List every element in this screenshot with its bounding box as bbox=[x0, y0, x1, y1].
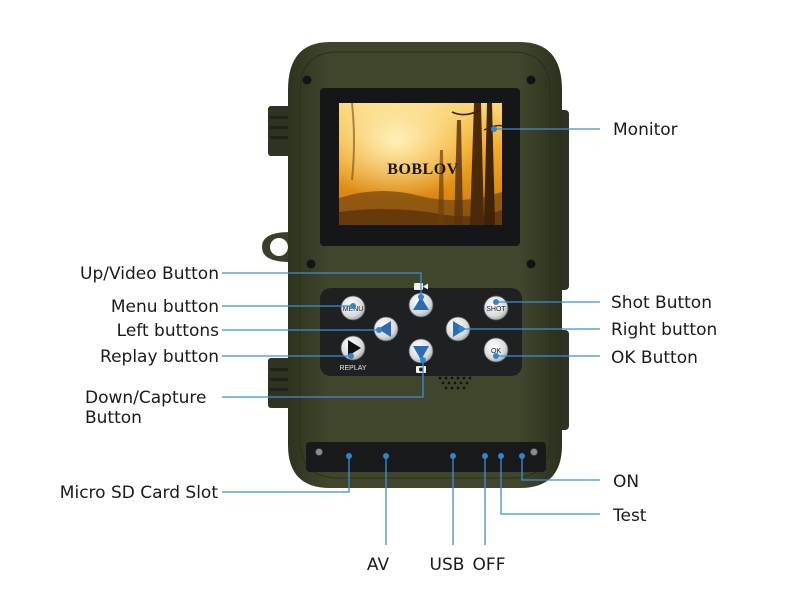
label-down-capture-line2: Button bbox=[85, 408, 142, 428]
label-menu: Menu button bbox=[111, 297, 219, 317]
screen-brand-text: BOBLOV bbox=[387, 161, 458, 178]
left-arrow-icon bbox=[378, 321, 391, 337]
down-arrow-icon bbox=[413, 346, 429, 360]
menu-button-label: MENU bbox=[343, 306, 364, 313]
control-panel bbox=[320, 288, 522, 390]
label-monitor: Monitor bbox=[613, 120, 678, 140]
label-replay: Replay button bbox=[100, 347, 219, 367]
label-on: ON bbox=[613, 472, 639, 492]
label-shot: Shot Button bbox=[611, 293, 712, 313]
callout-labels: Monitor Up/Video Button Menu button Left… bbox=[60, 120, 717, 575]
label-ok: OK Button bbox=[611, 348, 698, 368]
ok-button-label: OK bbox=[491, 348, 501, 355]
shot-button-label: SHOT bbox=[486, 306, 506, 313]
left-button[interactable] bbox=[373, 316, 399, 342]
label-off: OFF bbox=[473, 555, 506, 575]
label-test: Test bbox=[612, 506, 647, 526]
label-left: Left buttons bbox=[117, 321, 219, 341]
label-av: AV bbox=[367, 555, 390, 575]
label-usb: USB bbox=[430, 555, 465, 575]
label-down-capture-line1: Down/Capture bbox=[85, 388, 207, 408]
label-micro-sd: Micro SD Card Slot bbox=[60, 483, 219, 503]
up-arrow-icon bbox=[413, 297, 429, 310]
play-icon bbox=[348, 340, 361, 356]
monitor: BOBLOV bbox=[320, 88, 520, 246]
camera-icon bbox=[416, 366, 426, 373]
label-up-video: Up/Video Button bbox=[80, 264, 219, 284]
replay-button-label: REPLAY bbox=[339, 365, 366, 372]
down-capture-button[interactable] bbox=[408, 338, 434, 364]
label-right: Right button bbox=[611, 320, 717, 340]
leader-lines bbox=[222, 126, 600, 545]
replay-button[interactable]: REPLAY bbox=[339, 335, 367, 372]
port-strip bbox=[306, 442, 546, 472]
up-video-button[interactable] bbox=[408, 292, 434, 318]
forest-scene bbox=[339, 102, 503, 225]
speaker-grille bbox=[438, 376, 472, 390]
